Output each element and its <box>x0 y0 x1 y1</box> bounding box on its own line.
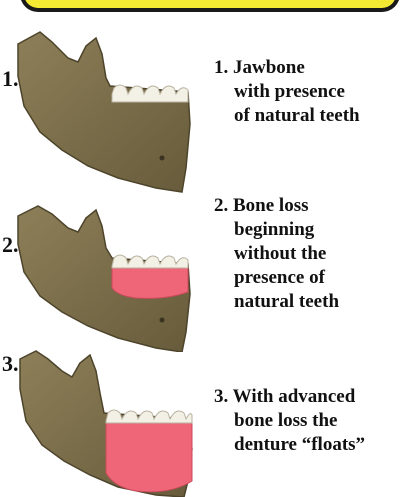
caption-line: with presence <box>214 80 404 104</box>
stage-1: 1. 1. Jawbone with presence of natural t… <box>0 22 404 192</box>
mental-foramen <box>160 318 165 323</box>
jawbone-bone-loss-beginning <box>6 202 206 352</box>
denture-teeth <box>112 255 188 268</box>
caption-line: without the <box>214 242 404 266</box>
caption-line: denture “floats” <box>214 433 404 457</box>
caption-line: natural teeth <box>214 290 404 314</box>
caption-line: 3. With advanced <box>214 385 404 409</box>
jawbone-shape <box>18 32 190 192</box>
caption-line: beginning <box>214 218 404 242</box>
stage-2: 2. 2. Bone loss beginning without the pr… <box>0 192 404 352</box>
caption-line: of natural teeth <box>214 104 404 128</box>
jawbone-with-natural-teeth <box>6 28 206 198</box>
stage-3: 3. 3. With advanced bone loss the dentur… <box>0 345 404 496</box>
caption-line: bone loss the <box>214 409 404 433</box>
stage-1-caption: 1. Jawbone with presence of natural teet… <box>214 56 404 128</box>
jawbone-advanced-bone-loss <box>6 349 206 497</box>
caption-line: 2. Bone loss <box>214 194 404 218</box>
caption-line: 1. Jawbone <box>214 56 404 80</box>
caption-line: presence of <box>214 266 404 290</box>
denture-teeth <box>106 410 192 423</box>
stage-3-caption: 3. With advanced bone loss the denture “… <box>214 385 404 457</box>
mental-foramen <box>160 156 165 161</box>
natural-teeth <box>112 85 188 102</box>
top-banner <box>20 0 400 12</box>
stage-2-caption: 2. Bone loss beginning without the prese… <box>214 194 404 314</box>
denture-gum <box>106 421 192 492</box>
denture-gum <box>112 266 188 298</box>
